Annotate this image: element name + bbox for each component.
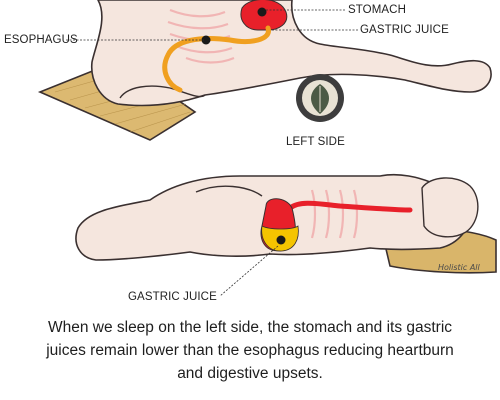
caption-line-1: When we sleep on the left side, the stom… — [47, 319, 453, 336]
caption: When we sleep on the left side, the stom… — [0, 316, 500, 385]
esophagus-label: ESOPHAGUS — [4, 34, 78, 46]
left-side-label: LEFT SIDE — [286, 136, 345, 148]
watermark: Holistic All — [438, 263, 480, 272]
top-gastric-dot — [257, 7, 267, 17]
top-body — [91, 0, 492, 107]
stomach-label: STOMACH — [348, 4, 406, 16]
gastric-juice-label-top: GASTRIC JUICE — [360, 24, 449, 36]
bottom-gastric-dot — [276, 235, 286, 245]
top-figure — [37, 0, 492, 141]
top-esophagus-dot — [201, 35, 211, 45]
sleep-position-illustration — [37, 0, 497, 297]
bottom-esophagus — [287, 200, 413, 213]
bottom-head — [421, 177, 479, 238]
leaf-badge-icon — [296, 74, 344, 122]
caption-line-3: and digestive upsets. — [177, 365, 323, 382]
top-hand — [119, 85, 206, 99]
gastric-juice-label-bottom: GASTRIC JUICE — [128, 291, 217, 303]
caption-line-2: juices remain lower than the esophagus r… — [46, 342, 454, 359]
top-esophagus — [162, 25, 271, 93]
bottom-figure — [75, 173, 497, 297]
bottom-arm — [195, 185, 263, 197]
